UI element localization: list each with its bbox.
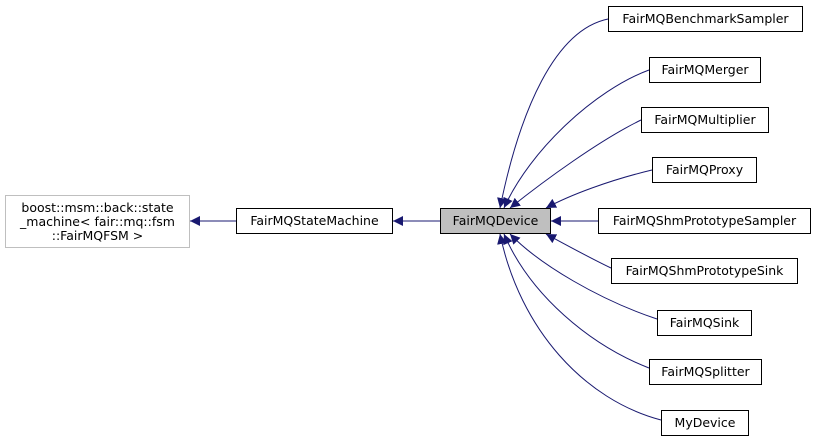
edge-shmsink-to-device [545, 233, 612, 269]
node-fairmq-device: FairMQDevice [440, 208, 551, 234]
base-line-2: _machine< fair::mq::fsm [20, 213, 175, 229]
edge-multiplier-to-device [509, 119, 642, 209]
node-boost-state-machine: boost::msm::back::state _machine< fair::… [5, 195, 190, 248]
node-benchmark-sampler[interactable]: FairMQBenchmarkSampler [608, 6, 803, 32]
node-shm-prototype-sink[interactable]: FairMQShmPrototypeSink [611, 258, 798, 284]
derived-label: FairMQSplitter [661, 364, 750, 379]
edge-mydevice-to-device [497, 233, 662, 421]
node-fairmq-state-machine[interactable]: FairMQStateMachine [236, 208, 393, 234]
derived-label: MyDevice [674, 415, 736, 430]
derived-label: FairMQShmPrototypeSink [625, 263, 784, 278]
device-label: FairMQDevice [452, 213, 539, 228]
node-mydevice[interactable]: MyDevice [661, 410, 749, 436]
derived-label: FairMQSink [669, 315, 740, 330]
derived-label: FairMQProxy [665, 162, 744, 177]
node-shm-prototype-sampler[interactable]: FairMQShmPrototypeSampler [598, 208, 811, 234]
base-line-1: boost::msm::back::state [21, 199, 174, 215]
derived-label: FairMQMultiplier [654, 112, 756, 127]
derived-label: FairMQBenchmarkSampler [622, 11, 789, 26]
edge-benchmarksampler-to-device [497, 18, 609, 209]
state-machine-label: FairMQStateMachine [250, 213, 379, 228]
node-multiplier[interactable]: FairMQMultiplier [641, 107, 769, 133]
edge-sink-to-device [509, 233, 658, 320]
edge-merger-to-device [503, 69, 650, 209]
derived-label: FairMQMerger [661, 62, 749, 77]
edge-proxy-to-device [545, 169, 653, 209]
node-proxy[interactable]: FairMQProxy [652, 157, 757, 183]
node-merger[interactable]: FairMQMerger [649, 57, 761, 83]
derived-label: FairMQShmPrototypeSampler [612, 213, 797, 228]
edge-splitter-to-device [503, 233, 650, 369]
node-splitter[interactable]: FairMQSplitter [649, 359, 762, 385]
node-sink[interactable]: FairMQSink [657, 310, 752, 336]
base-line-3: ::FairMQFSM > [51, 227, 144, 243]
